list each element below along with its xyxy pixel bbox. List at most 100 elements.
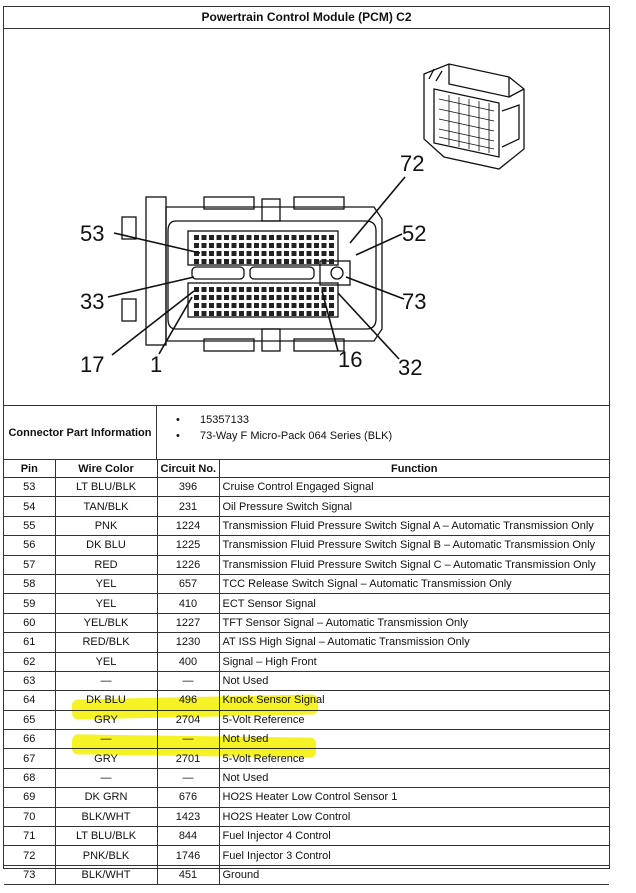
pin-cavity xyxy=(269,251,274,256)
wire-color-cell: YEL xyxy=(54,651,158,672)
pin-number-labels: 72 53 52 33 73 17 1 16 32 xyxy=(80,151,426,380)
circuit-cell: 1423 xyxy=(156,806,220,828)
function-cell: TFT Sensor Signal – Automatic Transmissi… xyxy=(218,612,609,634)
pin-cavity xyxy=(299,303,304,308)
part-number: 15357133 xyxy=(176,412,392,428)
pin-cavity xyxy=(224,259,229,264)
pin-cavity xyxy=(209,243,214,248)
function-cell: Transmission Fluid Pressure Switch Signa… xyxy=(218,535,609,556)
pin-cavity xyxy=(194,287,199,292)
pin-cavity xyxy=(224,287,229,292)
pin-cavity xyxy=(329,303,334,308)
pin-cell: 68 xyxy=(4,767,56,789)
wire-color-cell: LT BLU/BLK xyxy=(54,476,158,498)
pin-cavity xyxy=(254,243,259,248)
circuit-cell: — xyxy=(156,767,220,789)
pin-cell: 53 xyxy=(4,476,56,498)
pin-cavity xyxy=(306,259,312,264)
pin-cavity xyxy=(231,235,237,240)
pin-cell: 70 xyxy=(4,806,56,828)
pin-cavity xyxy=(306,235,312,240)
pin-cavity xyxy=(239,295,244,300)
pin-cavity xyxy=(231,311,237,316)
pin-cavity xyxy=(246,259,252,264)
pin-cavity xyxy=(194,259,199,264)
table-row: 63——Not Used xyxy=(4,670,609,692)
pin-cavity xyxy=(231,243,237,248)
pin-cavity xyxy=(284,259,289,264)
connector-info-label: Connector Part Information xyxy=(4,406,157,459)
pin-cavity xyxy=(269,259,274,264)
leader-lines xyxy=(107,176,406,360)
pin-cavity xyxy=(239,251,244,256)
pin-cavity xyxy=(231,259,237,264)
pin-cavity xyxy=(224,295,229,300)
pin-label-72: 72 xyxy=(400,151,424,176)
pin-cavity xyxy=(201,287,207,292)
pin-cavity xyxy=(261,235,267,240)
pin-cell: 64 xyxy=(4,690,56,711)
pin-cavity xyxy=(224,251,229,256)
pin-cavity xyxy=(299,251,304,256)
function-cell: TCC Release Switch Signal – Automatic Tr… xyxy=(218,573,609,595)
wire-color-cell: — xyxy=(54,670,158,692)
pin-cavity xyxy=(276,259,282,264)
connector-part-information: Connector Part Information 15357133 73-W… xyxy=(4,406,609,460)
wire-color-cell: PNK xyxy=(54,515,158,537)
pin-cavity xyxy=(276,311,282,316)
pin-cavity xyxy=(216,243,222,248)
wire-color-cell: BLK/WHT xyxy=(54,864,158,886)
pin-cell: 59 xyxy=(4,593,56,614)
pin-cavity xyxy=(239,235,244,240)
pin-label-52: 52 xyxy=(402,221,426,246)
pin-cell: 72 xyxy=(4,845,56,866)
pin-cavity xyxy=(216,259,222,264)
header-pin: Pin xyxy=(4,460,56,478)
pin-cavity xyxy=(209,287,214,292)
pin-cavity xyxy=(291,303,297,308)
pin-cavity xyxy=(246,295,252,300)
pin-cavity xyxy=(291,287,297,292)
pin-cavity xyxy=(321,303,327,308)
function-cell: Transmission Fluid Pressure Switch Signa… xyxy=(218,554,609,575)
wire-color-cell: LT BLU/BLK xyxy=(54,826,158,847)
pin-cavity xyxy=(246,235,252,240)
pin-cavity xyxy=(216,311,222,316)
pin-cavity xyxy=(231,287,237,292)
circuit-cell: 451 xyxy=(156,864,220,886)
pin-cavity xyxy=(254,235,259,240)
function-cell: Fuel Injector 4 Control xyxy=(218,826,609,847)
pin-cavity xyxy=(329,243,334,248)
pin-cavity xyxy=(291,243,297,248)
pin-cavity xyxy=(224,235,229,240)
pin-cell: 58 xyxy=(4,573,56,595)
circuit-cell: 1226 xyxy=(156,554,220,575)
circuit-cell: 1746 xyxy=(156,845,220,866)
pin-cavity xyxy=(254,295,259,300)
pin-cavity xyxy=(321,235,327,240)
function-cell: Signal – High Front xyxy=(218,651,609,672)
pin-cell: 73 xyxy=(4,864,56,886)
pin-cavity xyxy=(201,295,207,300)
circuit-cell: 1225 xyxy=(156,535,220,556)
pin-cavity xyxy=(231,295,237,300)
pin-cavity xyxy=(246,311,252,316)
pin-cavity xyxy=(239,311,244,316)
connector-info-list: 15357133 73-Way F Micro-Pack 064 Series … xyxy=(176,412,392,444)
pin-cavity xyxy=(329,251,334,256)
sheet-title: Powertrain Control Module (PCM) C2 xyxy=(4,7,609,29)
pin-cavity xyxy=(321,259,327,264)
pin-cavity xyxy=(291,235,297,240)
pin-cavity xyxy=(261,303,267,308)
wire-color-cell: YEL xyxy=(54,593,158,614)
pin-cavity xyxy=(216,287,222,292)
pin-cavity xyxy=(216,303,222,308)
